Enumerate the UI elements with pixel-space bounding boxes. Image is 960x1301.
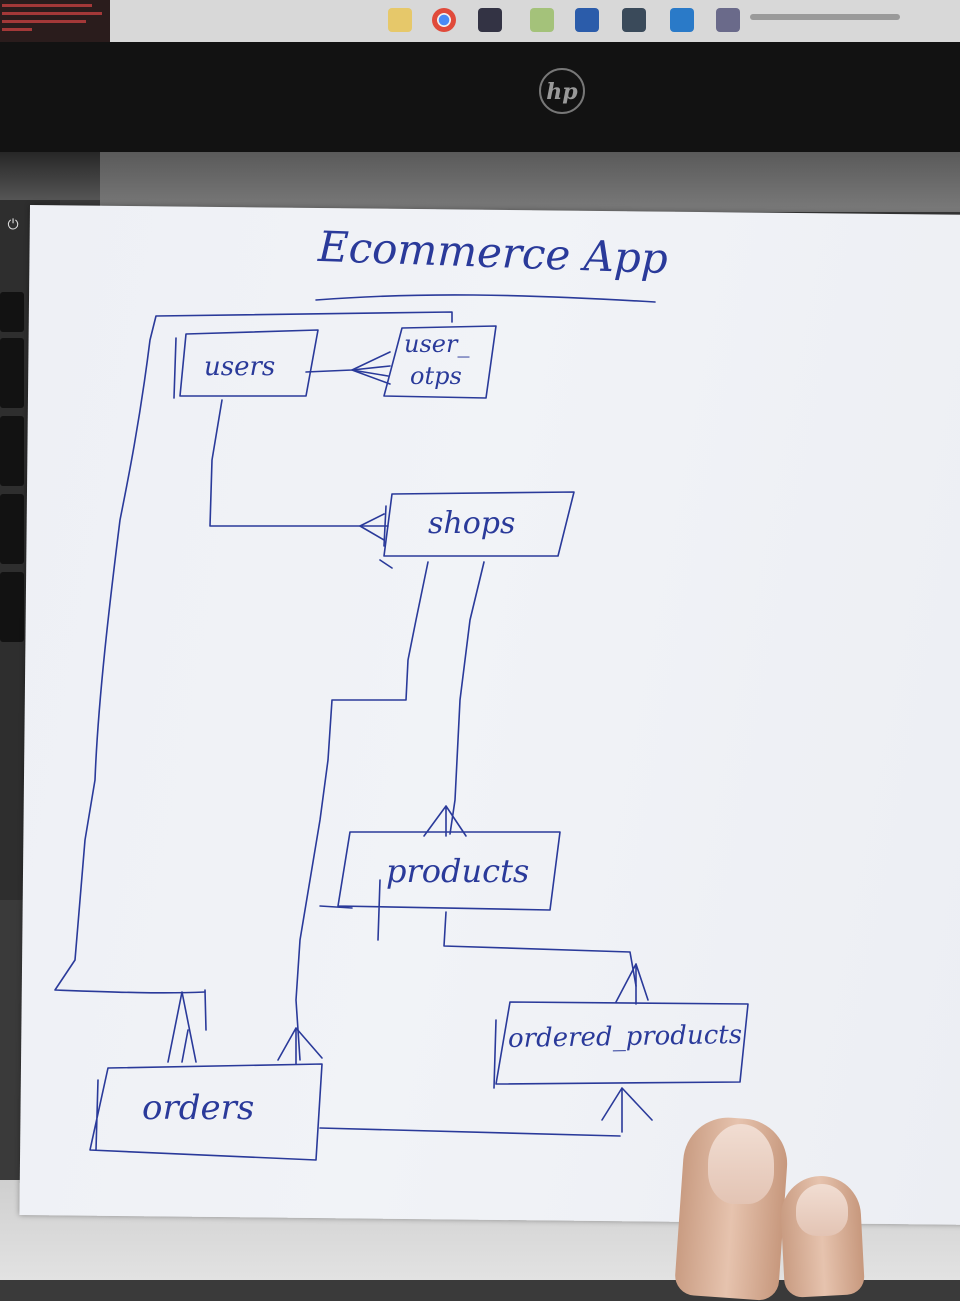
- thumb-nail: [708, 1124, 774, 1204]
- edge-users-orders: [54, 311, 453, 994]
- edge-orders-ordered-products: [319, 1127, 621, 1137]
- laptop-hinge: [100, 152, 960, 212]
- files-icon: [530, 8, 554, 32]
- edge-users-shops: [209, 399, 389, 527]
- hp-logo: hp: [539, 68, 585, 114]
- entity-user-otps-line1: user_: [404, 330, 470, 358]
- edge-shops-orders: [295, 561, 429, 1061]
- terminal-icon: [478, 8, 502, 32]
- entity-user-otps-line2: otps: [410, 362, 462, 390]
- power-icon: ⏻: [7, 217, 19, 233]
- entity-orders: orders: [142, 1088, 255, 1128]
- orders-box: [89, 1063, 323, 1161]
- app-icon: [622, 8, 646, 32]
- ordered-products-box: [493, 1001, 749, 1089]
- chrome-icon: [432, 8, 456, 32]
- entity-shops: shops: [428, 506, 516, 541]
- edge-shops-products: [449, 561, 485, 835]
- word-icon: [575, 8, 599, 32]
- entity-products: products: [386, 852, 530, 890]
- window-icon: [716, 8, 740, 32]
- products-box: [319, 831, 561, 941]
- edge-users-user-otps: [305, 365, 391, 373]
- user-otps-box: [383, 325, 497, 399]
- folder-icon: [388, 8, 412, 32]
- terminal-window: [0, 0, 110, 42]
- entity-ordered-products: ordered_products: [507, 1019, 743, 1055]
- entity-users: users: [204, 352, 276, 382]
- shops-box: [379, 491, 575, 569]
- browser-tab: [750, 14, 900, 20]
- laptop-bezel: [0, 42, 960, 152]
- finger-nail: [796, 1184, 848, 1236]
- vscode-icon: [670, 8, 694, 32]
- title-underline: [315, 294, 656, 303]
- users-box: [173, 329, 319, 399]
- edge-products-ordered-products: [443, 911, 637, 987]
- laptop-screen-strip: [0, 0, 960, 42]
